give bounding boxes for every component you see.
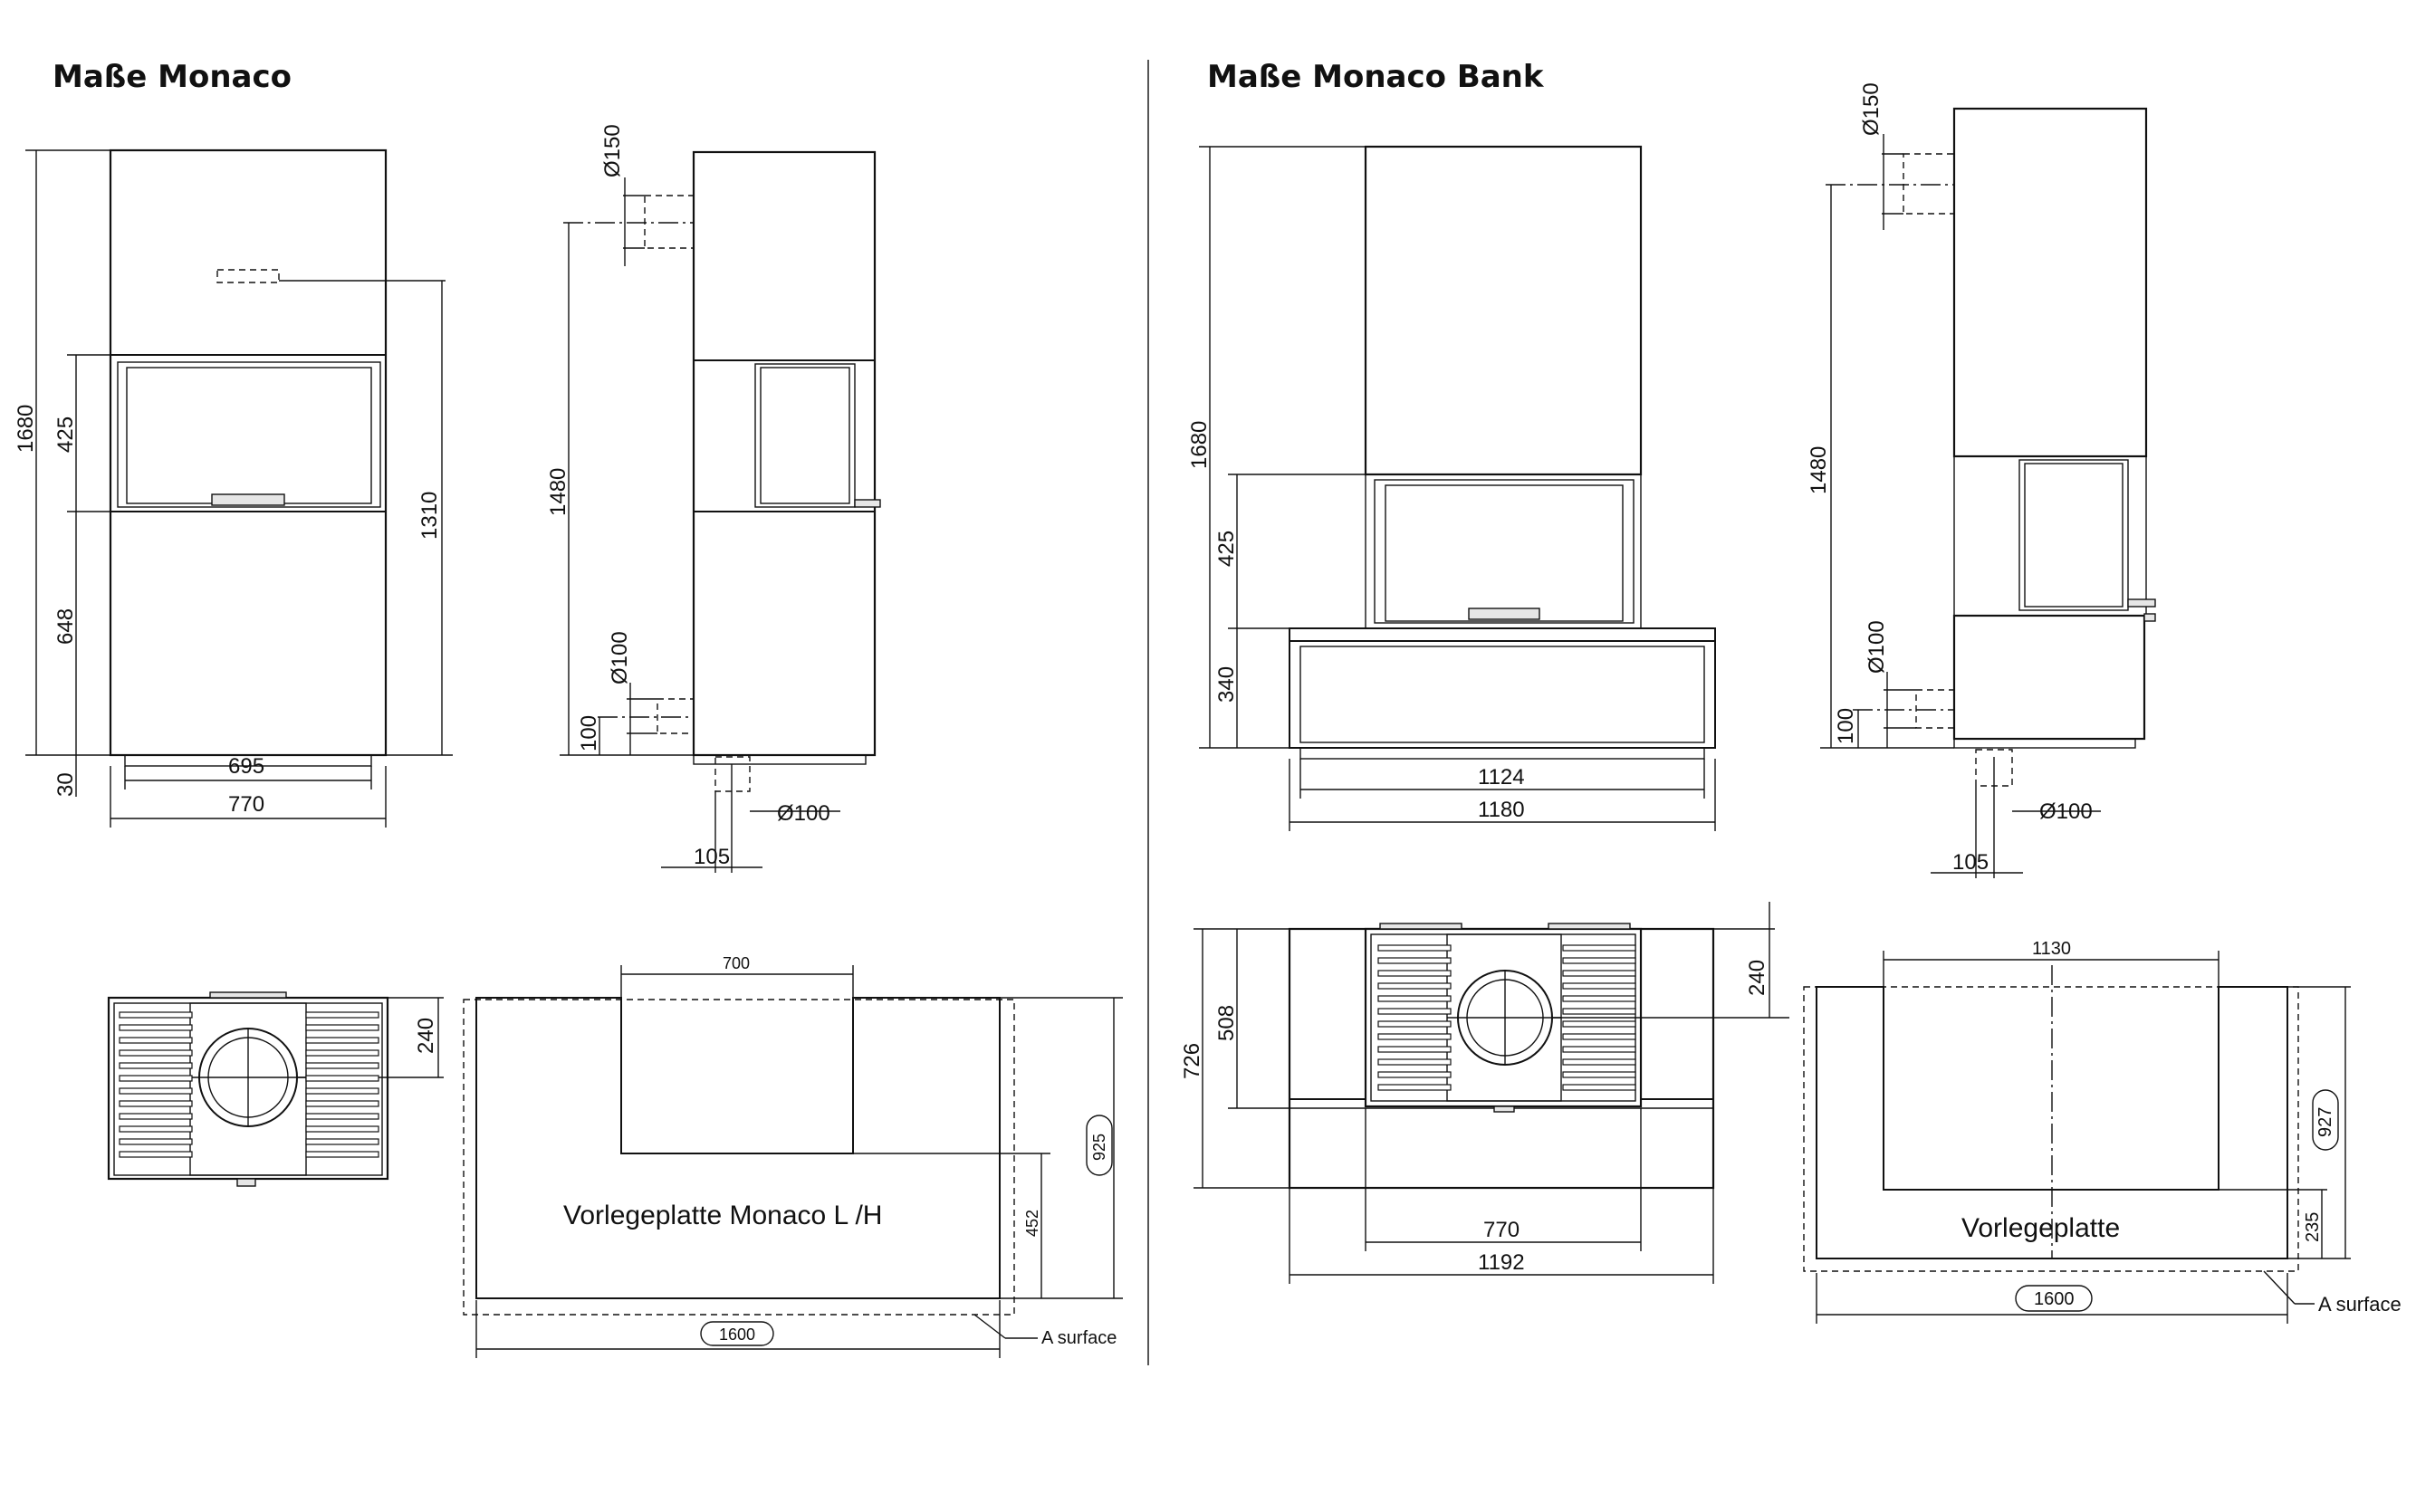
dim-monaco-plate-width: 1600: [719, 1325, 755, 1344]
dim-bank-plate-depth: 927: [2315, 1107, 2335, 1137]
bank-front-view: 1680 425 340 1124 1180: [1187, 145, 1716, 831]
dim-monaco-side-height: 1480: [546, 468, 570, 516]
dim-monaco-inner-width: 695: [228, 754, 264, 779]
bank-top-view: 726 508 240 770 1192: [1180, 902, 1789, 1284]
dim-monaco-plate-cutout: 700: [723, 954, 750, 972]
bank-floor-plate: Vorlegeplatte 1130 927 235 1600 A surfac…: [1803, 939, 2402, 1324]
dim-monaco-height: 1680: [14, 405, 38, 453]
dim-bank-top-outer-width: 1192: [1478, 1250, 1525, 1275]
plate-label-bank: Vorlegeplatte: [1961, 1213, 2120, 1243]
dim-bank-side-flue-height: 100: [1834, 708, 1858, 744]
plate-label-monaco: Vorlegeplatte Monaco L /H: [563, 1201, 882, 1230]
dim-bank-side-bottom-offset: 105: [1952, 850, 1989, 875]
dim-bank-top-depth: 726: [1180, 1043, 1204, 1079]
dim-bank-height: 1680: [1187, 421, 1212, 469]
dim-bank-bench: 340: [1214, 666, 1239, 703]
dim-monaco-side-top-flue: Ø150: [600, 124, 625, 177]
title-monaco: Maße Monaco: [53, 59, 292, 95]
surface-label-bank: A surface: [2318, 1293, 2402, 1316]
dim-monaco-outer-width: 770: [228, 792, 264, 817]
monaco-side-view: Ø150 1480 Ø100 100 Ø100 105: [546, 124, 881, 873]
dim-monaco-top-flue: 240: [414, 1018, 438, 1054]
dim-bank-side-bottom-flue: Ø100: [2039, 799, 2093, 824]
dim-bank-plate-front: 235: [2303, 1212, 2323, 1242]
dim-bank-outer-width: 1180: [1478, 798, 1525, 822]
surface-label-monaco: A surface: [1041, 1328, 1117, 1348]
dim-bank-inner-width: 1124: [1478, 765, 1525, 789]
dim-bank-plate-cutout: 1130: [2032, 939, 2071, 959]
dim-bank-top-flue: 240: [1745, 960, 1769, 996]
dim-bank-window: 425: [1214, 531, 1239, 567]
dim-bank-top-inner-width: 770: [1483, 1218, 1520, 1242]
dim-monaco-window: 425: [53, 416, 78, 453]
dim-bank-side-top-flue: Ø150: [1859, 82, 1884, 136]
dim-monaco-side-flue: Ø100: [608, 631, 632, 684]
dim-monaco-side-bottom-flue: Ø100: [777, 801, 830, 826]
dim-monaco-plate-front: 452: [1023, 1210, 1041, 1237]
bank-side-view: Ø150 1480 Ø100 100 Ø100 105: [1807, 82, 2156, 878]
stove-body: [109, 148, 388, 757]
dim-monaco-lower: 648: [53, 608, 78, 645]
flue-outlet-hidden: [216, 269, 280, 283]
dim-bank-top-unit-depth: 508: [1214, 1005, 1239, 1041]
dim-monaco-side-bottom-offset: 105: [694, 845, 730, 869]
dim-monaco-plate-depth: 925: [1090, 1134, 1108, 1161]
dim-bank-side-flue: Ø100: [1865, 620, 1889, 674]
title-monaco-bank: Maße Monaco Bank: [1207, 59, 1545, 95]
dim-monaco-outlet-height: 1310: [417, 492, 442, 540]
monaco-top-view: 240: [107, 991, 444, 1187]
dim-monaco-side-flue-height: 100: [577, 715, 601, 751]
dim-bank-side-height: 1480: [1807, 446, 1831, 494]
dim-bank-plate-width: 1600: [2034, 1289, 2075, 1309]
monaco-front-view: 1680 425 648 30 1310 695 770: [14, 148, 453, 828]
monaco-floor-plate: Vorlegeplatte Monaco L /H 700 925 452 16…: [463, 954, 1123, 1358]
dim-monaco-plinth: 30: [53, 772, 78, 797]
